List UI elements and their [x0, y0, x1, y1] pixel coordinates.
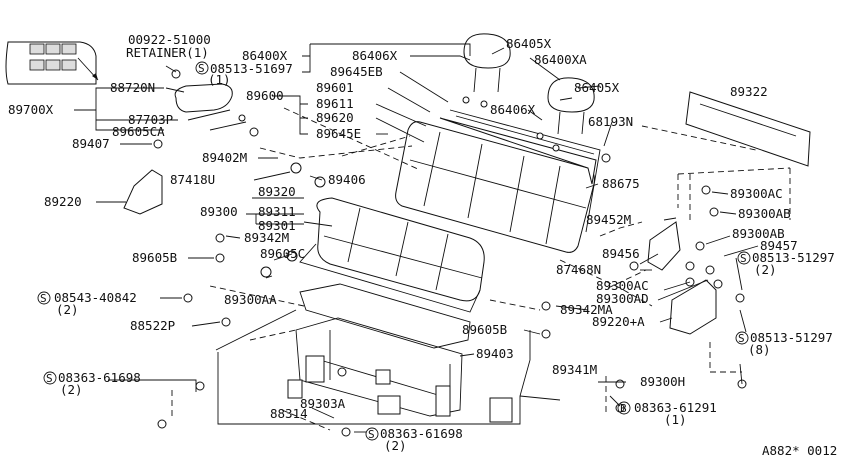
- label-89457: 89457: [760, 238, 798, 253]
- seat-back: [395, 117, 597, 253]
- mark-s-1: S: [198, 62, 205, 75]
- circle-markers: [37, 61, 751, 441]
- label-08363-61291-qty: (1): [664, 412, 687, 427]
- label-08513-51297-a: 08513-51297: [752, 250, 835, 265]
- label-88675: 88675: [602, 176, 640, 191]
- label-86400xa: 86400XA: [534, 52, 587, 67]
- label-89601: 89601: [316, 80, 354, 95]
- label-89605b-left: 89605B: [132, 250, 177, 265]
- label-86406x-top: 86406X: [352, 48, 398, 63]
- label-89611: 89611: [316, 96, 354, 111]
- label-88720n: 88720N: [110, 80, 155, 95]
- part-labels: 00922-51000 RETAINER(1) 86400X 86406X 86…: [8, 32, 837, 458]
- mark-s-5: S: [46, 372, 53, 385]
- label-89645eb: 89645EB: [330, 64, 383, 79]
- frame-box: [215, 309, 561, 425]
- label-86406x-mid: 86406X: [490, 102, 536, 117]
- label-08363-61698-bottom: 08363-61698: [380, 426, 463, 441]
- label-88522p: 88522P: [130, 318, 175, 333]
- label-89402m: 89402M: [202, 150, 247, 165]
- left-side-bracket: [123, 169, 163, 215]
- armrest: [174, 83, 233, 113]
- label-89406: 89406: [328, 172, 366, 187]
- label-89605b-right: 89605B: [462, 322, 507, 337]
- label-89303a: 89303A: [300, 396, 346, 411]
- label-89301: 89301: [258, 218, 296, 233]
- label-89452m: 89452M: [586, 212, 631, 227]
- label-89605ca: 89605CA: [112, 124, 165, 139]
- label-86400x: 86400X: [242, 48, 288, 63]
- seat-back-frame: [449, 109, 601, 233]
- label-89342m: 89342M: [244, 230, 289, 245]
- label-retainer: RETAINER(1): [126, 45, 209, 60]
- vehicle-thumbnail: [5, 41, 99, 85]
- label-08363-61291: 08363-61291: [634, 400, 717, 415]
- label-68193n: 68193N: [588, 114, 633, 129]
- mark-s-2: S: [740, 252, 747, 265]
- seat-frame: [287, 283, 513, 423]
- label-89322: 89322: [730, 84, 768, 99]
- label-08513-51697: 08513-51697: [210, 61, 293, 76]
- label-89300ab-mid: 89300AB: [732, 226, 785, 241]
- trim-panel: [685, 91, 811, 167]
- label-89700x: 89700X: [8, 102, 54, 117]
- label-89320: 89320: [258, 184, 296, 199]
- headrest-front: [463, 33, 511, 93]
- label-89407: 89407: [72, 136, 110, 151]
- label-89311: 89311: [258, 204, 296, 219]
- reference-lines: [171, 107, 791, 431]
- label-08513-51297-b: 08513-51297: [750, 330, 833, 345]
- label-89645e: 89645E: [316, 126, 361, 141]
- label-86405x-top: 86405X: [506, 36, 552, 51]
- label-89300h: 89300H: [640, 374, 685, 389]
- label-88314: 88314: [270, 406, 308, 421]
- label-08513-51297-b-qty: (8): [748, 342, 771, 357]
- seat-cushion: [299, 197, 485, 313]
- label-89300: 89300: [200, 204, 238, 219]
- label-89605c: 89605C: [260, 246, 305, 261]
- label-89300ab-top: 89300AB: [738, 206, 791, 221]
- label-08513-51297-a-qty: (2): [754, 262, 777, 277]
- label-89300aa: 89300AA: [224, 292, 277, 307]
- label-89342ma: 89342MA: [560, 302, 613, 317]
- diagram-code: A882* 0012: [762, 443, 837, 458]
- label-08513-51697-qty: (1): [208, 72, 231, 87]
- mark-s-3: S: [40, 292, 47, 305]
- label-89220: 89220: [44, 194, 82, 209]
- label-89341m: 89341M: [552, 362, 597, 377]
- label-89456: 89456: [602, 246, 640, 261]
- label-89300ac-top: 89300AC: [730, 186, 783, 201]
- label-89300ad: 89300AD: [596, 291, 649, 306]
- label-00922-51000: 00922-51000: [128, 32, 211, 47]
- headrest-rear: [547, 77, 595, 135]
- label-08543-40842-qty: (2): [56, 302, 79, 317]
- label-89403: 89403: [476, 346, 514, 361]
- label-08363-61698-left: 08363-61698: [58, 370, 141, 385]
- mark-s-4: S: [738, 332, 745, 345]
- mark-b-1: B: [620, 402, 627, 415]
- leader-lines: [74, 43, 759, 433]
- label-89600: 89600: [246, 88, 284, 103]
- label-87703p: 87703P: [128, 112, 173, 127]
- label-08363-61698-left-qty: (2): [60, 382, 83, 397]
- label-89220-a: 89220+A: [592, 314, 645, 329]
- label-08543-40842: 08543-40842: [54, 290, 137, 305]
- mark-s-6: S: [368, 428, 375, 441]
- label-87468n: 87468N: [556, 262, 601, 277]
- label-89300ac-low: 89300AC: [596, 278, 649, 293]
- label-86405x-mid: 86405X: [574, 80, 620, 95]
- right-hinge-bracket: [629, 221, 717, 335]
- label-87418u: 87418U: [170, 172, 215, 187]
- label-89620: 89620: [316, 110, 354, 125]
- label-08363-61698-bottom-qty: (2): [384, 438, 407, 453]
